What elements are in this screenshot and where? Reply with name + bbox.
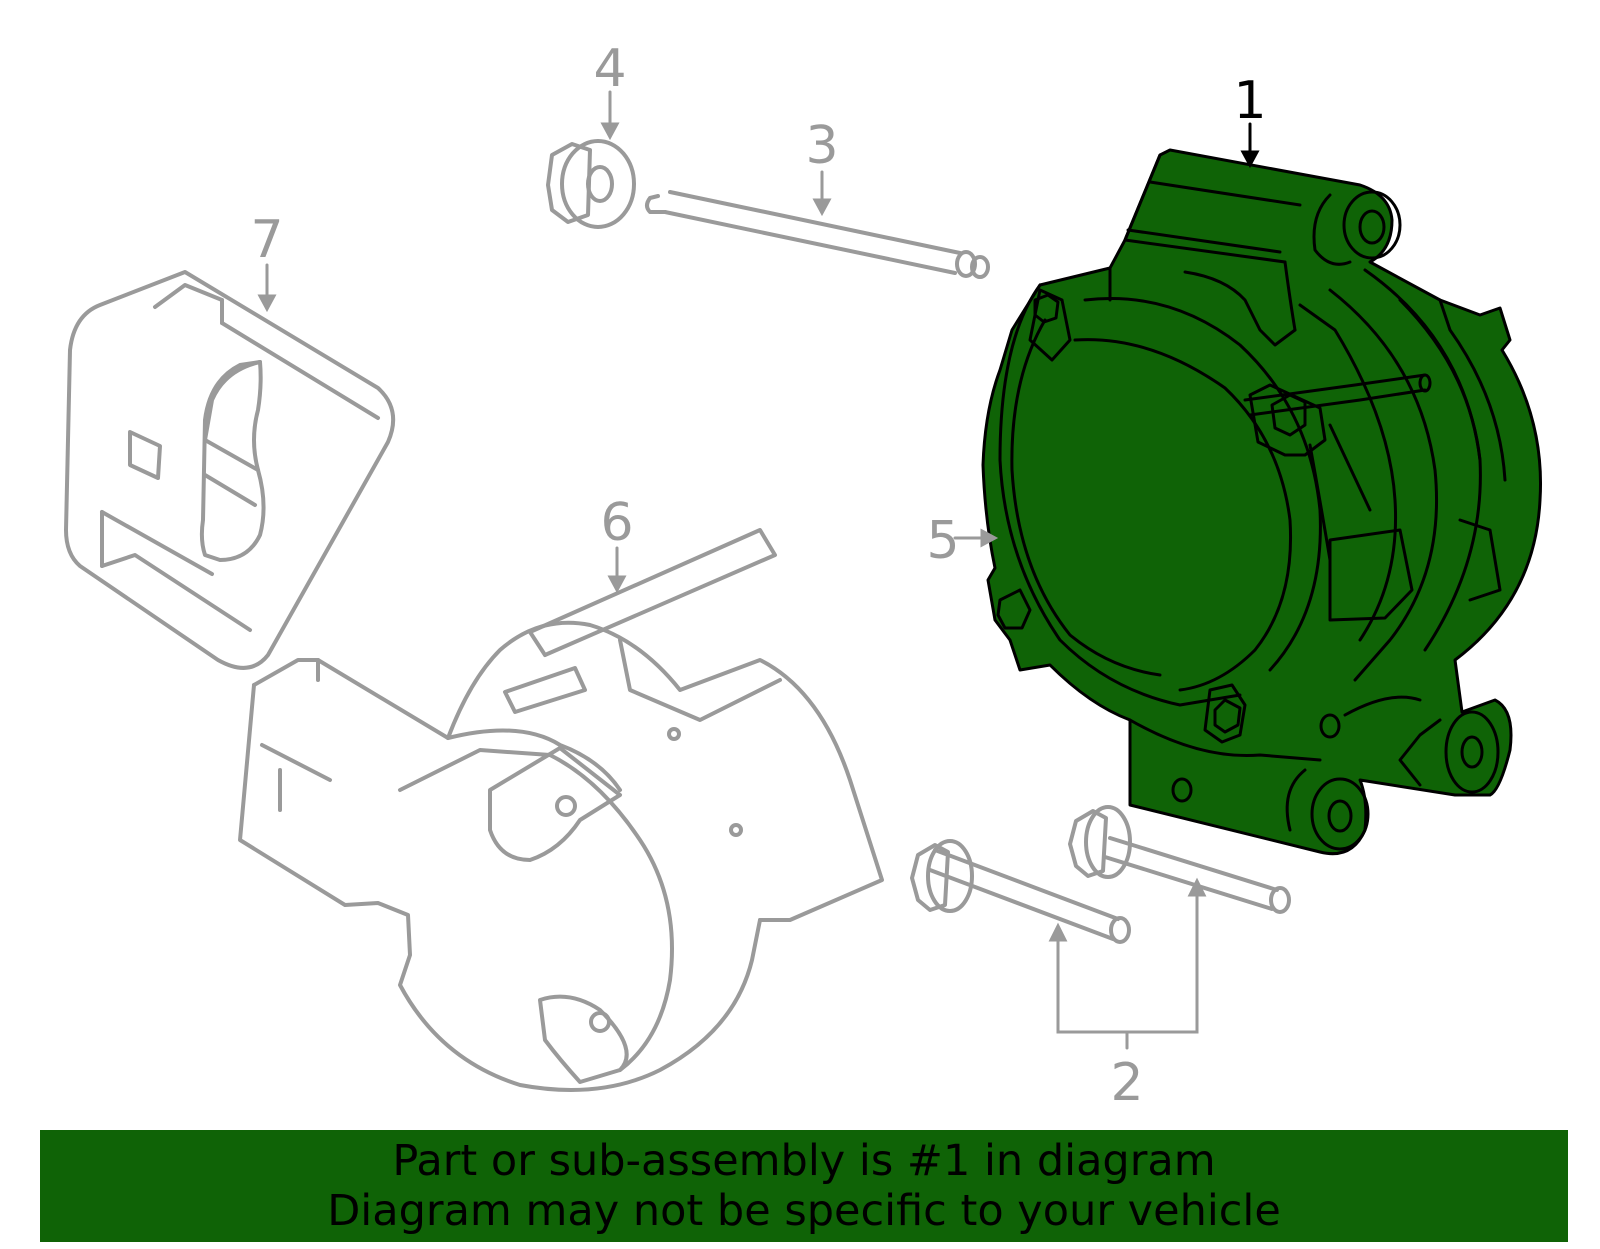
part-1-alternator xyxy=(981,148,1542,856)
part-7-bracket xyxy=(64,270,396,670)
leader-2 xyxy=(1056,890,1199,1034)
callout-3: 3 xyxy=(805,116,838,176)
callout-5: 5 xyxy=(926,511,959,571)
leader-lines xyxy=(257,90,1260,1050)
part-6-shield xyxy=(238,528,884,1092)
banner-background xyxy=(40,1130,1568,1242)
part-3-stud xyxy=(645,190,990,279)
part-4-nut xyxy=(546,139,636,229)
notice-banner: Part or sub-assembly is #1 in diagram Di… xyxy=(40,1130,1568,1242)
banner-line-1: Part or sub-assembly is #1 in diagram xyxy=(392,1136,1216,1186)
part-2-bolts xyxy=(910,805,1291,944)
callout-7: 7 xyxy=(250,210,283,270)
callout-4: 4 xyxy=(593,39,626,99)
callout-6: 6 xyxy=(600,493,633,553)
callout-1: 1 xyxy=(1233,71,1266,131)
callout-2: 2 xyxy=(1110,1053,1143,1113)
banner-line-2: Diagram may not be specific to your vehi… xyxy=(327,1186,1281,1236)
